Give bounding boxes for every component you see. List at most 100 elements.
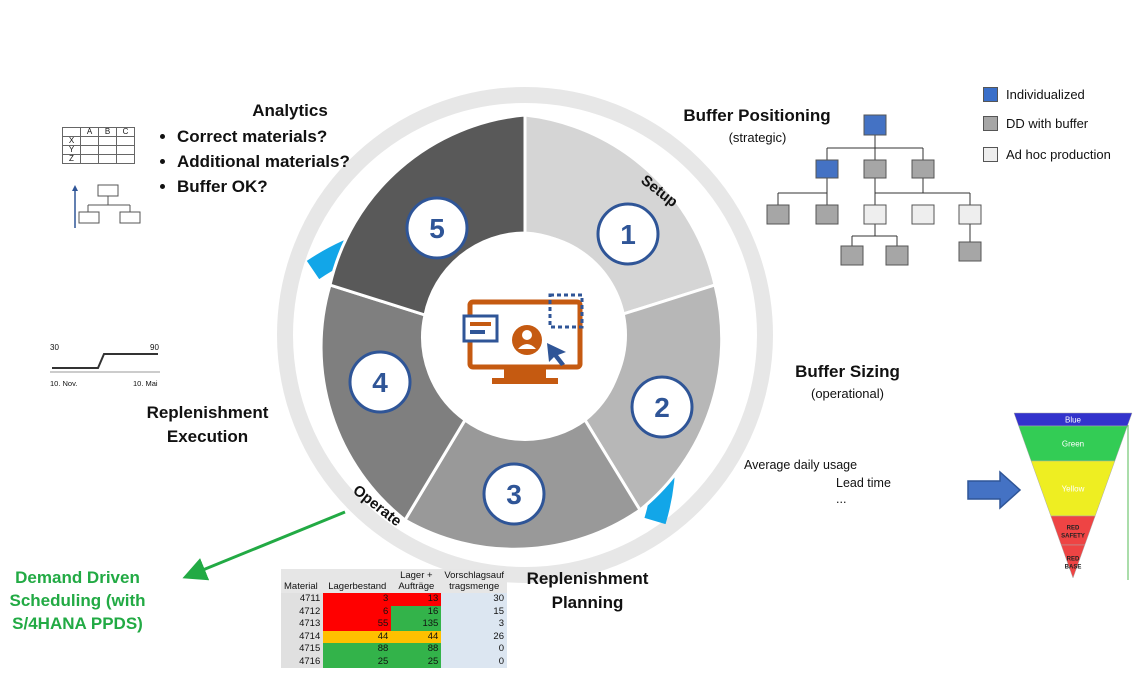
analytics-bullet: Correct materials? [177,124,350,149]
stock-table-header: Lager + Aufträge [398,570,435,592]
legend-swatch [983,116,998,131]
step-number: 4 [372,367,388,398]
replenishment-execution-title: Replenishment Execution [135,401,280,449]
mini-table-header: A [80,127,99,137]
spreadsheet-icon: A B C X Y Z [62,127,135,164]
dd-scheduling-title: Demand Driven Scheduling (with S/4HANA P… [0,566,155,635]
table-cell: 0 [441,655,507,668]
analytics-title: Analytics [252,101,328,120]
step-chart-right-date: 10. Mai [133,379,158,388]
step-circle-1: 1 [596,202,660,266]
table-cell: 25 [391,655,442,668]
table-cell: 4712 [281,605,324,618]
step-circle-4: 4 [348,350,412,414]
table-cell: 4715 [281,643,324,656]
replenishment-planning-line1: Replenishment [526,569,649,588]
step-circle-2: 2 [630,375,694,439]
funnel-zone-label: SAFETY [1061,534,1085,540]
step-circle-5: 5 [405,196,469,260]
table-cell: 6 [323,605,392,618]
step-number: 1 [620,219,636,250]
funnel-zone-label: Yellow [1062,485,1085,494]
step-circle-3: 3 [482,462,546,526]
replenishment-planning-title: Replenishment Planning [515,567,660,615]
funnel-zone-label: Green [1062,440,1084,449]
analytics-bullets: Correct materials? Additional materials?… [155,124,350,199]
funnel-zone-label: Blue [1065,416,1082,425]
table-cell: 3 [323,593,392,606]
funnel-zone [1060,544,1086,579]
buffer-tree [777,135,971,246]
buffer-tree-nodes [766,114,982,266]
table-cell: 135 [391,618,442,631]
funnel-zone-label: BASE [1065,565,1082,571]
replenishment-execution-line2: Execution [166,427,249,446]
legend-swatch [983,87,998,102]
table-cell: 0 [441,643,507,656]
factor-lead-time: Lead time [836,476,891,490]
step-chart: 30 90 10. Nov. 10. Mai [50,343,160,388]
mini-table-header: B [98,127,117,137]
table-cell: 15 [441,605,507,618]
table-cell: 55 [323,618,392,631]
legend-dd-buffer: DD with buffer [983,116,1088,131]
step-chart-left-date: 10. Nov. [50,379,77,388]
dd-scheduling-line1: Demand Driven [15,568,140,587]
replenishment-execution-line1: Replenishment [146,403,269,422]
table-cell: 88 [391,643,442,656]
stock-table-header: Material [284,581,318,592]
stock-table: Material Lagerbestand Lager + Aufträge V… [281,569,507,668]
computer-user-icon [462,293,584,384]
stock-table-header: Lagerbestand [328,581,387,592]
blue-arrow-icon [967,470,1022,510]
step-number: 3 [506,479,522,510]
table-cell: 25 [323,655,392,668]
dd-scheduling-line2: Scheduling (with [9,591,146,610]
mini-table-header: C [116,127,135,137]
buffer-sizing-title: Buffer Sizing [795,362,900,381]
legend-label: DD with buffer [1006,116,1089,131]
table-cell: 30 [441,593,507,606]
outer-ring [277,87,773,583]
table-cell: 4713 [281,618,324,631]
table-cell: 26 [441,630,507,643]
buffer-positioning-subtitle: (strategic) [728,130,787,145]
table-cell: 4716 [281,655,324,668]
analytics-bullet: Buffer OK? [177,174,350,199]
table-cell: 44 [391,630,442,643]
table-cell: 4711 [281,593,324,606]
mini-table-row-label: Z [62,154,81,164]
legend-individualized: Individualized [983,87,1085,102]
table-cell: 16 [391,605,442,618]
hierarchy-icon [72,184,141,228]
analytics-bullet: Additional materials? [177,149,350,174]
step-number: 5 [429,213,445,244]
factor-more: ... [836,492,847,506]
table-cell: 3 [441,618,507,631]
legend-swatch [983,147,998,162]
funnel-zone-label: RED [1067,557,1080,563]
replenishment-planning-line2: Planning [551,593,624,612]
step-number: 2 [654,392,670,423]
factor-adu: Average daily usage [744,458,858,472]
table-cell: 4714 [281,630,324,643]
dd-scheduling-line3: S/4HANA PPDS) [12,614,143,633]
table-cell: 88 [323,643,392,656]
buffer-sizing-subtitle: (operational) [811,386,884,401]
funnel-zone-label: RED [1067,526,1080,532]
stock-table-header: Vorschlagsauf tragsmenge [444,570,504,592]
table-cell: 44 [323,630,392,643]
step-chart-right-value: 90 [150,343,159,352]
legend-label: Individualized [1006,87,1085,102]
legend-label: Ad hoc production [1006,147,1111,162]
step-chart-left-value: 30 [50,343,59,352]
buffer-positioning-title: Buffer Positioning [683,106,831,125]
